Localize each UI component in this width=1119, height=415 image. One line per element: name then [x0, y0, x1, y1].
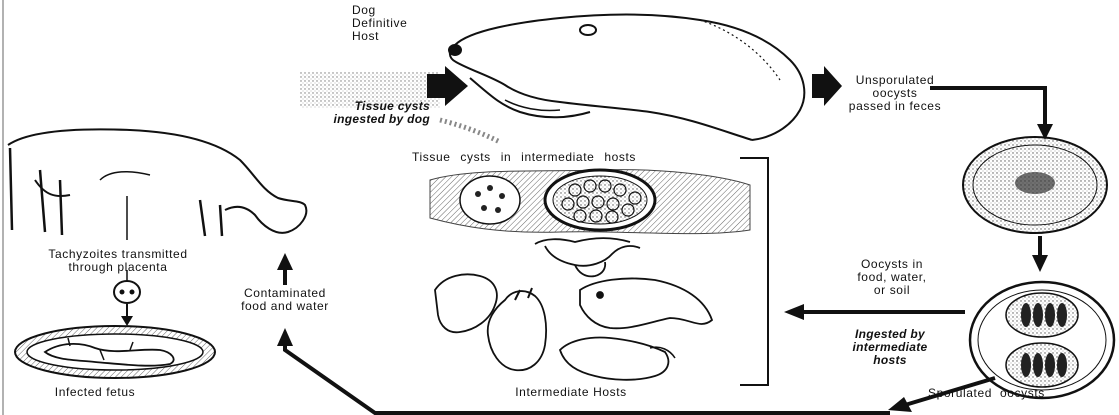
tachyzoites-label: Tachyzoites transmitted through placenta: [8, 248, 228, 274]
contaminated-label: Contaminated food and water: [205, 287, 365, 313]
cow-drawing: [8, 129, 306, 240]
sporulated-label: Sporulated oocysts: [928, 387, 1118, 400]
intermediate-hosts-label: Intermediate Hosts: [486, 386, 656, 399]
intermediate-hosts-drawing: [435, 238, 712, 380]
unsporulated-label: Unsporulated oocysts passed in feces: [835, 74, 955, 113]
tissue-cyst-drawing: [430, 170, 750, 234]
fetus-drawing: [15, 326, 215, 378]
infected-fetus-label: Infected fetus: [30, 386, 160, 399]
tissue-cysts-ingested-label: Tissue cysts ingested by dog: [270, 100, 430, 126]
placenta-drawing: [114, 270, 140, 326]
dotted-trail: [440, 120, 500, 142]
tissue-cysts-intermediate-label: Tissue cysts in intermediate hosts: [412, 151, 742, 164]
ingested-by-intermediate-label: Ingested by intermediate hosts: [820, 328, 960, 367]
oocysts-in-food-label: Oocysts in food, water, or soil: [832, 258, 952, 297]
dog-head-drawing: [449, 15, 804, 141]
unsporulated-oocyst-drawing: [963, 137, 1107, 233]
dog-host-label: Dog Definitive Host: [352, 4, 432, 43]
bottom-path: [285, 345, 890, 413]
